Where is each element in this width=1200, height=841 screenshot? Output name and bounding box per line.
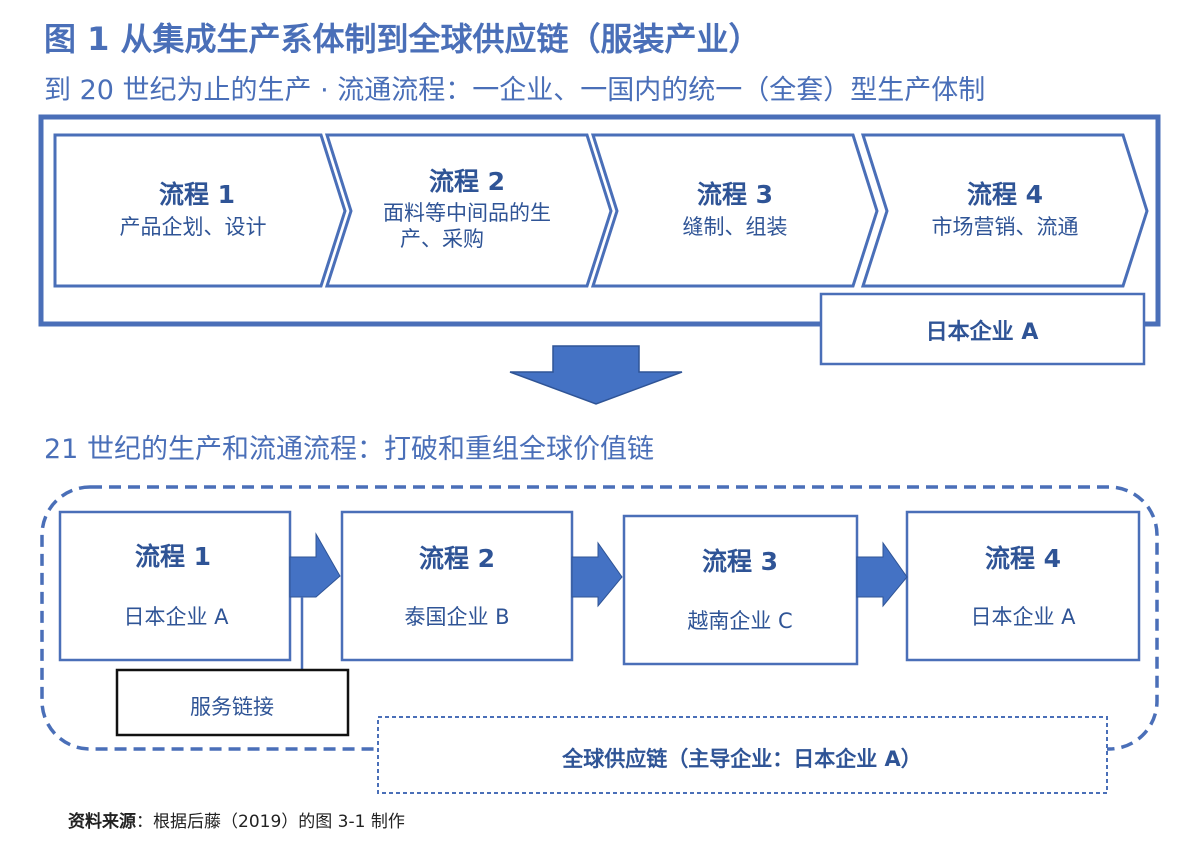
right-arrow-icon-2	[571, 541, 623, 608]
supply-chain-box	[377, 716, 1108, 794]
top-step-3	[590, 133, 879, 288]
top-step-2-desc-line2: 产、采购	[400, 227, 484, 251]
source-label: 资料来源	[68, 812, 136, 832]
bottom-step-1	[58, 510, 292, 662]
top-step-2-desc-line1: 面料等中间品的生	[383, 201, 551, 225]
bottom-step-3-title: 流程 3	[702, 547, 778, 576]
top-company-box	[819, 292, 1146, 366]
bottom-step-1-company: 日本企业 A	[123, 605, 229, 629]
source-note: 资料来源：根据后藤（2019）的图 3-1 制作	[68, 807, 405, 832]
top-frame	[38, 114, 1161, 327]
top-step-1-desc: 产品企划、设计	[120, 215, 267, 239]
top-step-4-title: 流程 4	[967, 180, 1043, 209]
bottom-step-4-company: 日本企业 A	[970, 605, 1076, 629]
top-step-1-title: 流程 1	[159, 180, 235, 209]
bottom-step-2	[340, 510, 574, 662]
supply-chain-label: 全球供应链（主导企业：日本企业 A）	[561, 747, 922, 771]
service-link-box	[115, 668, 350, 737]
top-step-4-desc: 市场营销、流通	[932, 215, 1079, 239]
down-arrow-icon	[509, 345, 683, 405]
bottom-step-2-company: 泰国企业 B	[404, 605, 509, 629]
right-arrow-icon-3	[856, 541, 908, 608]
bottom-section-heading: 21 世纪的生产和流通流程：打破和重组全球价值链	[44, 434, 654, 465]
bottom-step-3-company: 越南企业 C	[687, 609, 792, 633]
right-arrow-icon-1	[289, 532, 341, 598]
bottom-step-2-title: 流程 2	[419, 544, 495, 573]
bottom-step-4-title: 流程 4	[985, 544, 1061, 573]
figure-title: 图 1 从集成生产系体制到全球供应链（服装产业）	[44, 20, 761, 58]
top-step-3-desc: 缝制、组装	[683, 215, 788, 239]
service-link-label: 服务链接	[190, 695, 274, 719]
top-step-2	[324, 133, 613, 288]
top-step-4	[860, 133, 1149, 288]
top-step-1	[53, 133, 347, 288]
top-step-2-title: 流程 2	[429, 167, 505, 196]
top-company-label: 日本企业 A	[926, 319, 1039, 345]
source-text: ：根据后藤（2019）的图 3-1 制作	[136, 812, 405, 832]
top-step-3-title: 流程 3	[697, 180, 773, 209]
top-section-heading: 到 20 世纪为止的生产 · 流通流程：一企业、一国内的统一（全套）型生产体制	[44, 75, 986, 106]
bottom-step-4	[905, 510, 1141, 662]
bottom-step-3	[622, 514, 859, 666]
bottom-step-1-title: 流程 1	[135, 542, 211, 571]
